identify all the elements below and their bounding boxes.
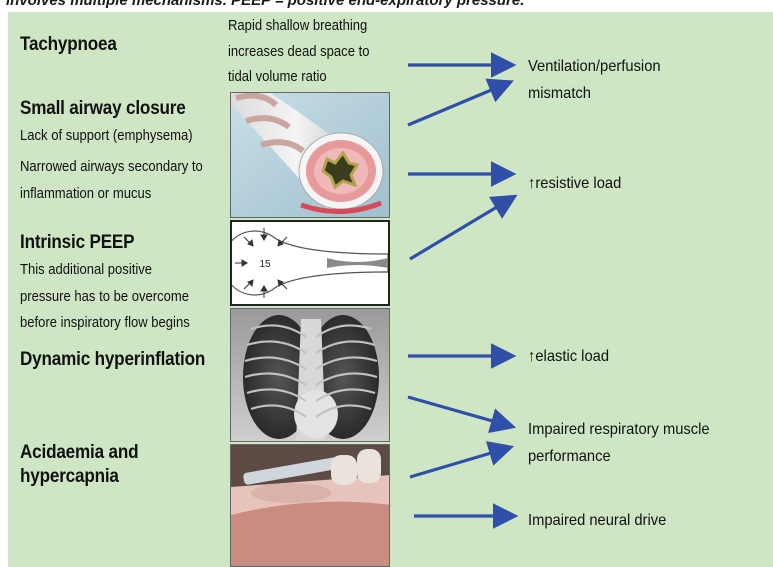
arrow-hyperinflation-to-muscle	[408, 397, 510, 426]
arrow-peep-to-resistive	[410, 198, 512, 259]
arrow-airway-to-vq	[408, 83, 508, 125]
arrow-acidaemia-to-muscle	[410, 448, 508, 477]
